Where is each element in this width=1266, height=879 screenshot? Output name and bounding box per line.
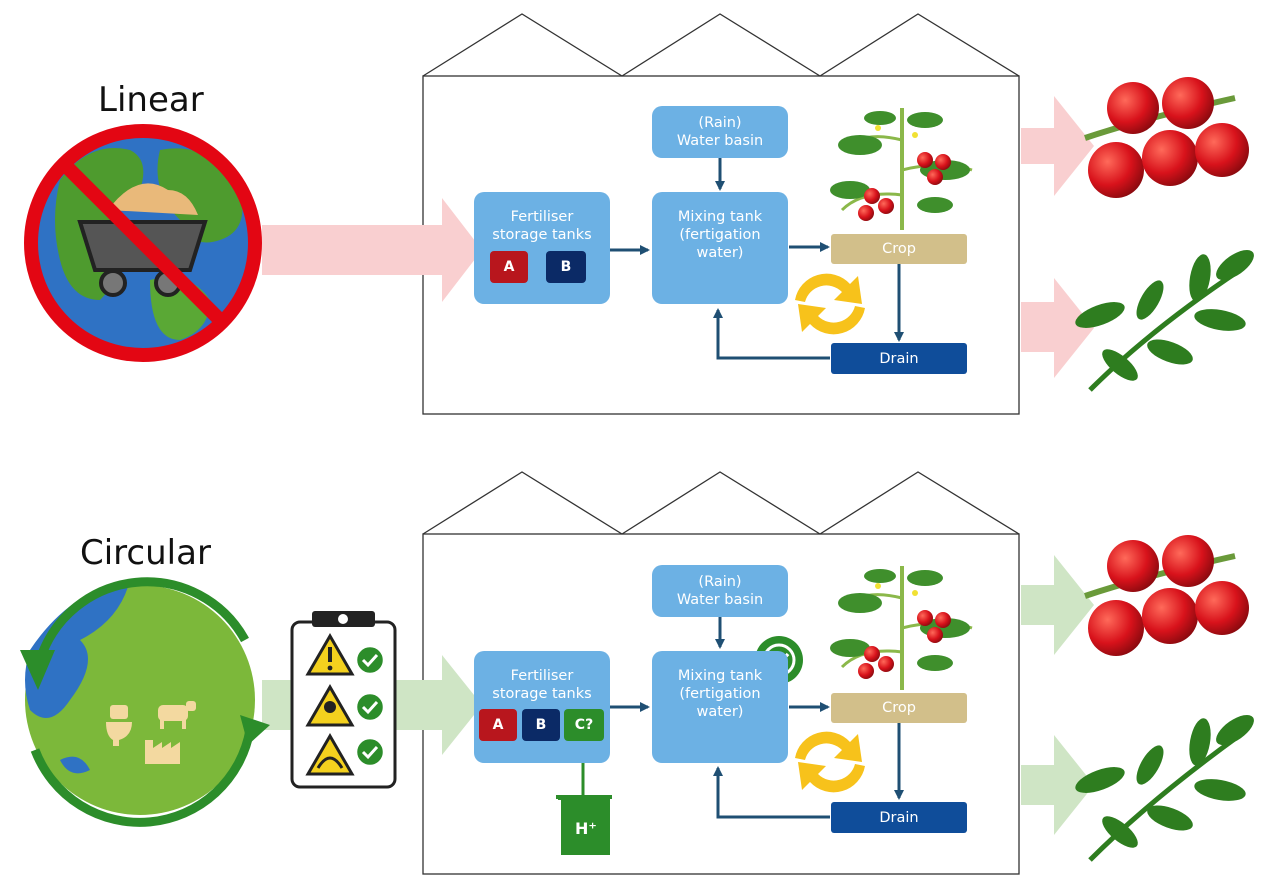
crop-node: Crop — [831, 234, 967, 264]
toilet-icon — [106, 705, 132, 746]
checklist-icon — [290, 611, 397, 789]
tomato-icon — [1084, 77, 1249, 198]
drain-node: Drain — [831, 343, 967, 374]
circular-panel — [20, 471, 1254, 875]
circular-output-arrow-leaf — [1021, 735, 1094, 835]
circular-output-arrow-fruit — [1021, 555, 1094, 655]
tank-c: C? — [564, 709, 604, 741]
circular-arrow-icon — [20, 577, 270, 827]
tank-b: B — [522, 709, 560, 741]
fertiliser-storage-node: Fertiliser storage tanks — [474, 651, 610, 763]
linear-panel — [24, 13, 1254, 415]
water-basin-node: (Rain) Water basin — [652, 106, 788, 158]
warning-icon — [305, 684, 355, 727]
recycle-icon — [795, 731, 865, 793]
panel-heading: Circular — [80, 533, 211, 573]
warning-icon — [305, 733, 355, 776]
circular-input-arrow-main — [390, 655, 482, 755]
check-icon — [354, 644, 386, 768]
tank-a: A — [490, 251, 528, 283]
tank-b: B — [546, 251, 586, 283]
tomato-icon — [1084, 535, 1249, 656]
tomato-leaf-icon — [1075, 249, 1254, 392]
warning-icon — [305, 633, 355, 676]
fertiliser-storage-node: Fertiliser storage tanks — [474, 192, 610, 304]
no-sign-icon — [24, 124, 262, 362]
mixing-tank-node: Mixing tank (fertigation water) — [652, 192, 788, 304]
tank-a: A — [479, 709, 517, 741]
factory-icon — [145, 740, 180, 764]
tomato-plant-icon — [830, 566, 973, 690]
water-basin-node: (Rain) Water basin — [652, 565, 788, 617]
drain-node: Drain — [831, 802, 967, 833]
circular-flow-lines — [610, 616, 904, 819]
linear-input-arrow — [262, 198, 482, 302]
linear-output-arrow-leaf — [1021, 278, 1094, 378]
beaker-icon — [556, 795, 612, 855]
tomato-plant-icon — [830, 108, 973, 230]
earth-icon — [25, 580, 255, 815]
mine-cart-icon — [77, 183, 208, 297]
linear-output-arrow-fruit — [1021, 96, 1094, 196]
mixing-tank-node: Mixing tank (fertigation water) — [652, 651, 788, 763]
crop-node: Crop — [831, 693, 967, 723]
linear-flow-lines — [610, 158, 904, 360]
acid-label: H⁺ — [575, 819, 597, 838]
tomato-leaf-icon — [1075, 714, 1254, 862]
cow-icon — [158, 701, 196, 729]
recycle-icon — [795, 273, 865, 335]
panel-heading: Linear — [98, 80, 204, 120]
